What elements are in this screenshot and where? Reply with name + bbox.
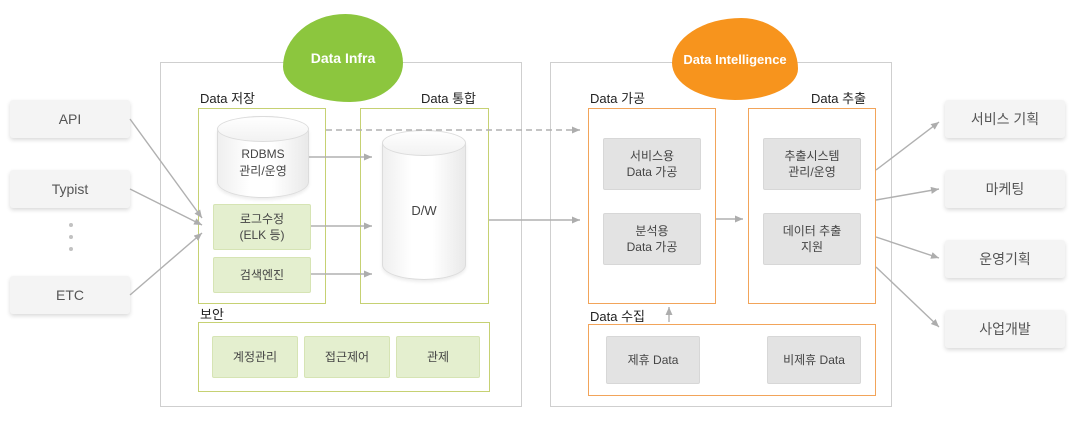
data-intelligence-badge: Data Intelligence [672, 18, 798, 100]
source-etc-label: ETC [56, 287, 84, 303]
non-partner-data-box: 비제휴 Data [767, 336, 861, 384]
storage-title: Data 저장 [200, 91, 255, 106]
output-business-dev-label: 사업개발 [979, 321, 1031, 337]
ellipsis-dots [69, 223, 73, 251]
collection-title: Data 수집 [590, 309, 645, 324]
source-api: API [10, 100, 130, 138]
output-marketing: 마케팅 [945, 170, 1065, 208]
output-business-dev: 사업개발 [945, 310, 1065, 348]
dw-label: D/W [411, 202, 437, 218]
rdbms-label: RDBMS 관리/운영 [239, 147, 287, 178]
monitoring-box: 관제 [396, 336, 480, 378]
output-service-planning: 서비스 기획 [945, 100, 1065, 138]
data-infra-badge-label: Data Infra [310, 50, 376, 66]
integration-title: Data 통합 [421, 91, 476, 106]
search-engine-box: 검색엔진 [213, 257, 311, 293]
extraction-title: Data 추출 [811, 91, 866, 106]
account-mgmt-box: 계정관리 [212, 336, 298, 378]
dw-cylinder: D/W [382, 130, 466, 280]
source-etc: ETC [10, 276, 130, 314]
data-infra-badge: Data Infra [283, 14, 403, 102]
output-marketing-label: 마케팅 [985, 181, 1025, 197]
extraction-support-box: 데이터 추출 지원 [763, 213, 861, 265]
extraction-system-box: 추출시스템 관리/운영 [763, 138, 861, 190]
partner-data-box: 제휴 Data [606, 336, 700, 384]
data-intelligence-badge-label: Data Intelligence [683, 51, 787, 67]
source-typist: Typist [10, 170, 130, 208]
access-control-box: 접근제어 [304, 336, 390, 378]
source-typist-label: Typist [51, 181, 89, 197]
source-api-label: API [58, 111, 82, 127]
output-service-planning-label: 서비스 기획 [970, 111, 1040, 127]
analysis-processing-box: 분석용 Data 가공 [603, 213, 701, 265]
service-processing-box: 서비스용 Data 가공 [603, 138, 701, 190]
output-operations-planning: 운영기획 [945, 240, 1065, 278]
output-operations-planning-label: 운영기획 [979, 251, 1031, 267]
processing-title: Data 가공 [590, 91, 645, 106]
log-collection-box: 로그수정 (ELK 등) [213, 204, 311, 250]
rdbms-cylinder: RDBMS 관리/운영 [217, 116, 309, 198]
security-title: 보안 [200, 307, 224, 322]
